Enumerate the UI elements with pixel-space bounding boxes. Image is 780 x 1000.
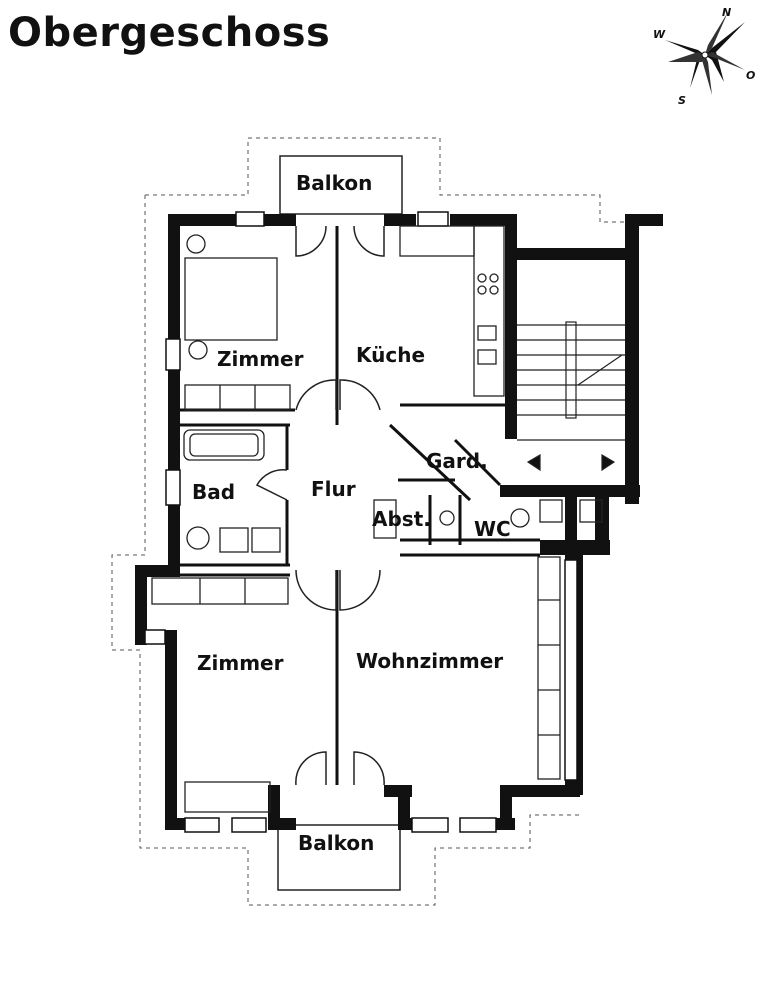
interior-walls [150, 226, 540, 785]
compass-icon: N W O S [653, 6, 755, 107]
room-label-zimmer-top: Zimmer [217, 347, 304, 371]
windows [144, 211, 578, 833]
room-label-flur: Flur [311, 477, 356, 501]
room-label-wc: WC [474, 517, 511, 541]
fixtures [151, 225, 603, 813]
compass-o-label: O [746, 69, 755, 82]
room-label-kueche: Küche [356, 343, 425, 367]
room-label-wohnzimmer: Wohnzimmer [356, 649, 503, 673]
compass-s-label: S [678, 94, 686, 107]
balcony-bottom [277, 824, 401, 891]
page-title: Obergeschoss [8, 10, 331, 56]
doors [255, 225, 385, 786]
dashed-outline [111, 137, 660, 906]
room-label-zimmer-bottom: Zimmer [197, 651, 284, 675]
room-label-abst: Abst. [372, 507, 431, 531]
room-label-bad: Bad [192, 480, 235, 504]
staircase [517, 321, 625, 472]
walls [135, 214, 663, 830]
compass-w-label: W [653, 28, 666, 41]
compass-n-label: N [722, 6, 731, 19]
room-label-gard: Gard. [426, 449, 488, 473]
balcony-top [279, 155, 403, 215]
room-label-balkon-bottom: Balkon [298, 831, 374, 855]
room-label-balkon-top: Balkon [296, 171, 372, 195]
